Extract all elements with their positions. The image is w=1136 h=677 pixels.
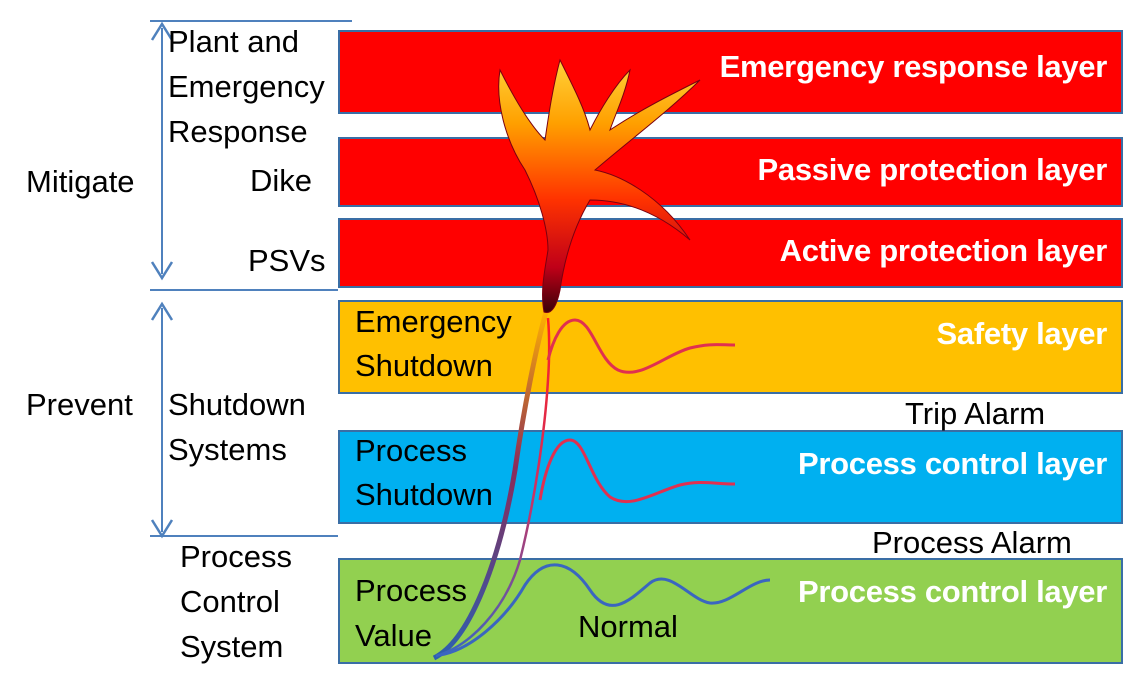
process-control-system-label-line2: Control [180, 584, 280, 619]
active-protection-layer-title: Active protection layer [779, 233, 1108, 268]
plant-emergency-response-label-line1: Plant and [168, 24, 299, 59]
shutdown-systems-label-line2: Systems [168, 432, 287, 467]
flame-icon [498, 58, 701, 314]
process-control-layer-green-title: Process control layer [797, 574, 1107, 609]
process-value-label-line1: Process [355, 573, 467, 608]
process-control-system-label-line3: System [180, 629, 284, 664]
trip-alarm-label: Trip Alarm [905, 396, 1046, 431]
emergency-response-layer-title: Emergency response layer [719, 49, 1108, 84]
normal-curve-label: Normal [578, 609, 678, 644]
process-control-layer-blue: Process control layer [338, 430, 1123, 524]
normal-response-curve [439, 563, 771, 657]
mitigate-label: Mitigate [26, 164, 135, 199]
emergency-shutdown-response-curve [546, 318, 736, 374]
process-control-layer-blue-title: Process control layer [797, 446, 1107, 481]
escalation-trunk-path [432, 311, 549, 661]
process-value-label-line2: Value [355, 618, 432, 653]
prevent-arrow-down-icon [150, 519, 174, 539]
process-shutdown-response-curve [538, 438, 736, 504]
plant-emergency-response-label-line2: Emergency [168, 69, 325, 104]
mitigate-arrow-up-icon [150, 21, 174, 41]
shutdown-systems-label-line1: Shutdown [168, 387, 306, 422]
plant-emergency-response-label-line3: Response [168, 114, 308, 149]
emergency-shutdown-label-line2: Shutdown [355, 348, 493, 383]
process-shutdown-label-line1: Process [355, 433, 467, 468]
emergency-shutdown-label-line1: Emergency [355, 304, 512, 339]
passive-protection-layer: Passive protection layer [338, 137, 1123, 207]
bracket-lines [150, 20, 352, 537]
emergency-response-layer: Emergency response layer [338, 30, 1123, 114]
process-alarm-label: Process Alarm [872, 525, 1072, 560]
process-control-layer-green: Process control layer [338, 558, 1123, 664]
mitigate-arrow-down-icon [150, 261, 174, 281]
process-shutdown-label-line2: Shutdown [355, 477, 493, 512]
passive-protection-layer-title: Passive protection layer [757, 152, 1108, 187]
safety-layer-title: Safety layer [936, 316, 1108, 351]
process-control-system-label-line1: Process [180, 539, 292, 574]
psvs-label: PSVs [248, 243, 326, 278]
safety-layer: Safety layer [338, 300, 1123, 394]
active-protection-layer: Active protection layer [338, 218, 1123, 288]
bracket-arrowheads [150, 21, 174, 539]
prevent-arrow-up-icon [150, 301, 174, 321]
dike-label: Dike [250, 163, 313, 198]
prevent-label: Prevent [26, 387, 133, 422]
